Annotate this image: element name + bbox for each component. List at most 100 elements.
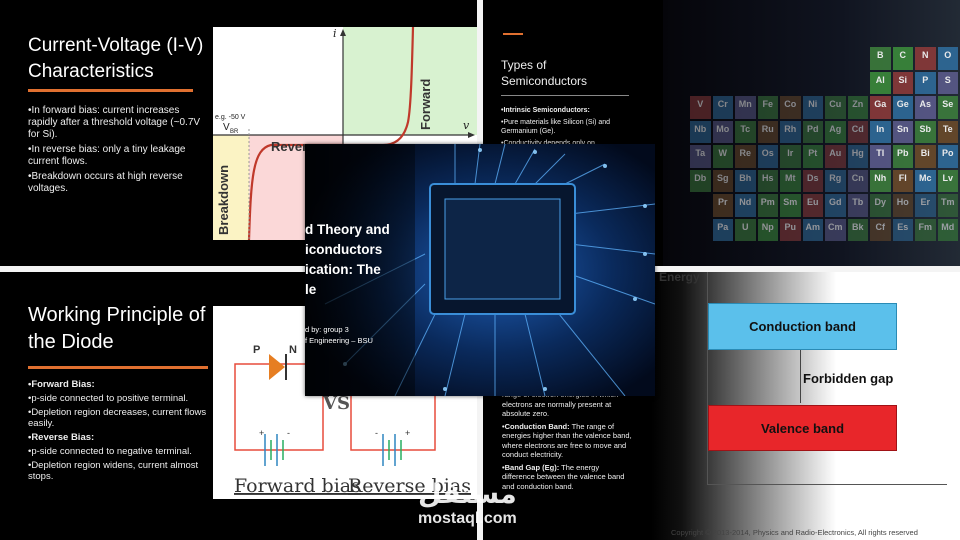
- element-cell: Tm: [937, 194, 958, 217]
- slide-title: Types of Semiconductors: [501, 58, 588, 88]
- bullet-item: •p-side connected to positive terminal.: [28, 393, 189, 404]
- conduction-band-label: Conduction band: [749, 319, 856, 334]
- element-cell: Bk: [847, 218, 868, 241]
- element-cell: Pm: [757, 194, 778, 217]
- element-cell: Nb: [690, 120, 711, 143]
- vs-label: VS: [322, 393, 350, 414]
- element-cell: Lv: [937, 169, 958, 192]
- element-cell: Po: [937, 145, 958, 168]
- reverse-bias-label: Reverse bias: [348, 475, 471, 497]
- element-cell: Cu: [825, 96, 846, 119]
- element-cell: Cf: [870, 218, 891, 241]
- element-cell: Es: [892, 218, 913, 241]
- bullet-item: •In forward bias: current increases rapi…: [28, 105, 201, 140]
- bullet-item: •Depletion region widens, current almost…: [28, 460, 199, 482]
- element-cell: Tb: [847, 194, 868, 217]
- element-cell: U: [735, 218, 756, 241]
- element-cell: Np: [757, 218, 778, 241]
- bullet-item: •Intrinsic Semiconductors:: [501, 107, 590, 114]
- v-axis-label: v: [463, 119, 470, 132]
- element-cell: Am: [802, 218, 823, 241]
- bullet-item: •Forward Bias:: [28, 379, 95, 390]
- element-cell: Ga: [870, 96, 891, 119]
- eg-label: e.g. -50 V: [215, 114, 246, 121]
- element-cell: Si: [892, 71, 913, 94]
- element-cell: Ni: [802, 96, 823, 119]
- bullet-item: •p-side connected to negative terminal.: [28, 446, 192, 457]
- element-cell: C: [892, 47, 913, 70]
- title-line: ication: The: [305, 262, 381, 277]
- element-cell: Pb: [892, 145, 913, 168]
- forbidden-gap-label: Forbidden gap: [803, 371, 894, 386]
- element-cell: Sm: [780, 194, 801, 217]
- element-cell: Tc: [735, 120, 756, 143]
- watermark-latin: mostaql.com: [418, 510, 517, 527]
- bullet-item: •Conductivity depends only on: [501, 139, 641, 148]
- element-cell: N: [915, 47, 936, 70]
- bullet-list: •Intrinsic Semiconductors: •Pure materia…: [501, 106, 641, 151]
- slide-iv-characteristics: Current-Voltage (I-V) Characteristics •I…: [0, 0, 477, 266]
- bullet-list: •In forward bias: current increases rapi…: [28, 105, 208, 198]
- watermark-arabic: مستقل: [418, 479, 517, 510]
- watermark: مستقل mostaql.com: [418, 480, 517, 528]
- element-cell: Dy: [870, 194, 891, 217]
- title-slide: d Theory and iconductors ication: The le…: [305, 144, 655, 396]
- element-cell: Ge: [892, 96, 913, 119]
- element-cell: Pa: [712, 218, 733, 241]
- bias-diagram-svg: P N + - VS - + Forward bias Reverse bias: [234, 344, 471, 497]
- energy-band-diagram: Energy Conduction band Forbidden gap Val…: [651, 272, 960, 540]
- title-underline: [28, 366, 208, 369]
- element-cell: Re: [735, 145, 756, 168]
- bullet-list: •Forward Bias: •p-side connected to posi…: [28, 379, 213, 485]
- element-cell: Pt: [802, 145, 823, 168]
- title-underline: [28, 89, 193, 92]
- bullet-item: •Depletion region decreases, current flo…: [28, 407, 207, 429]
- bullet-item: •Conduction Band: The range of energies …: [502, 421, 632, 460]
- minus-sign: -: [375, 428, 378, 438]
- vbr-label: V: [223, 122, 230, 133]
- element-cell: Zn: [847, 96, 868, 119]
- element-cell: Cn: [847, 169, 868, 192]
- element-cell: Se: [937, 96, 958, 119]
- bullet-item: •Band Gap (Eg): The energy difference be…: [502, 462, 625, 491]
- element-cell: Cr: [712, 96, 733, 119]
- forward-region: [343, 27, 477, 135]
- iv-curve: [247, 26, 415, 241]
- element-cell: Eu: [802, 194, 823, 217]
- element-cell: B: [870, 47, 891, 70]
- p-label: P: [253, 344, 260, 356]
- valence-band-label: Valence band: [760, 420, 845, 436]
- breakdown-label: Breakdown: [216, 165, 231, 235]
- i-axis-label: i: [333, 27, 337, 40]
- element-cell: Co: [780, 96, 801, 119]
- element-cell: P: [915, 71, 936, 94]
- element-cell: Mc: [915, 169, 936, 192]
- element-cell: V: [690, 96, 711, 119]
- element-cell: Ag: [825, 120, 846, 143]
- forbidden-gap-arrow: [800, 350, 801, 403]
- element-cell: Pd: [802, 120, 823, 143]
- element-cell: Md: [937, 218, 958, 241]
- title-line: d Theory and: [305, 222, 390, 237]
- element-cell: Rg: [825, 169, 846, 192]
- title-line: iconductors: [305, 242, 383, 257]
- element-cell: Sn: [892, 120, 913, 143]
- bullet-list: range of electron energies in which elec…: [502, 390, 632, 494]
- element-cell: Al: [870, 71, 891, 94]
- presented-by: d by: group 3: [305, 325, 349, 334]
- element-cell: In: [870, 120, 891, 143]
- n-label: N: [289, 344, 297, 356]
- slide-title: Working Principle of the Diode: [28, 304, 206, 353]
- bullet-item: •Breakdown occurs at high reverse voltag…: [28, 171, 183, 194]
- element-cell: Ta: [690, 145, 711, 168]
- element-cell: Fe: [757, 96, 778, 119]
- element-cell: Db: [690, 169, 711, 192]
- element-cell: Nd: [735, 194, 756, 217]
- vbr-subscript: BR: [230, 129, 239, 135]
- presentation-title: d Theory and iconductors ication: The le: [305, 220, 415, 300]
